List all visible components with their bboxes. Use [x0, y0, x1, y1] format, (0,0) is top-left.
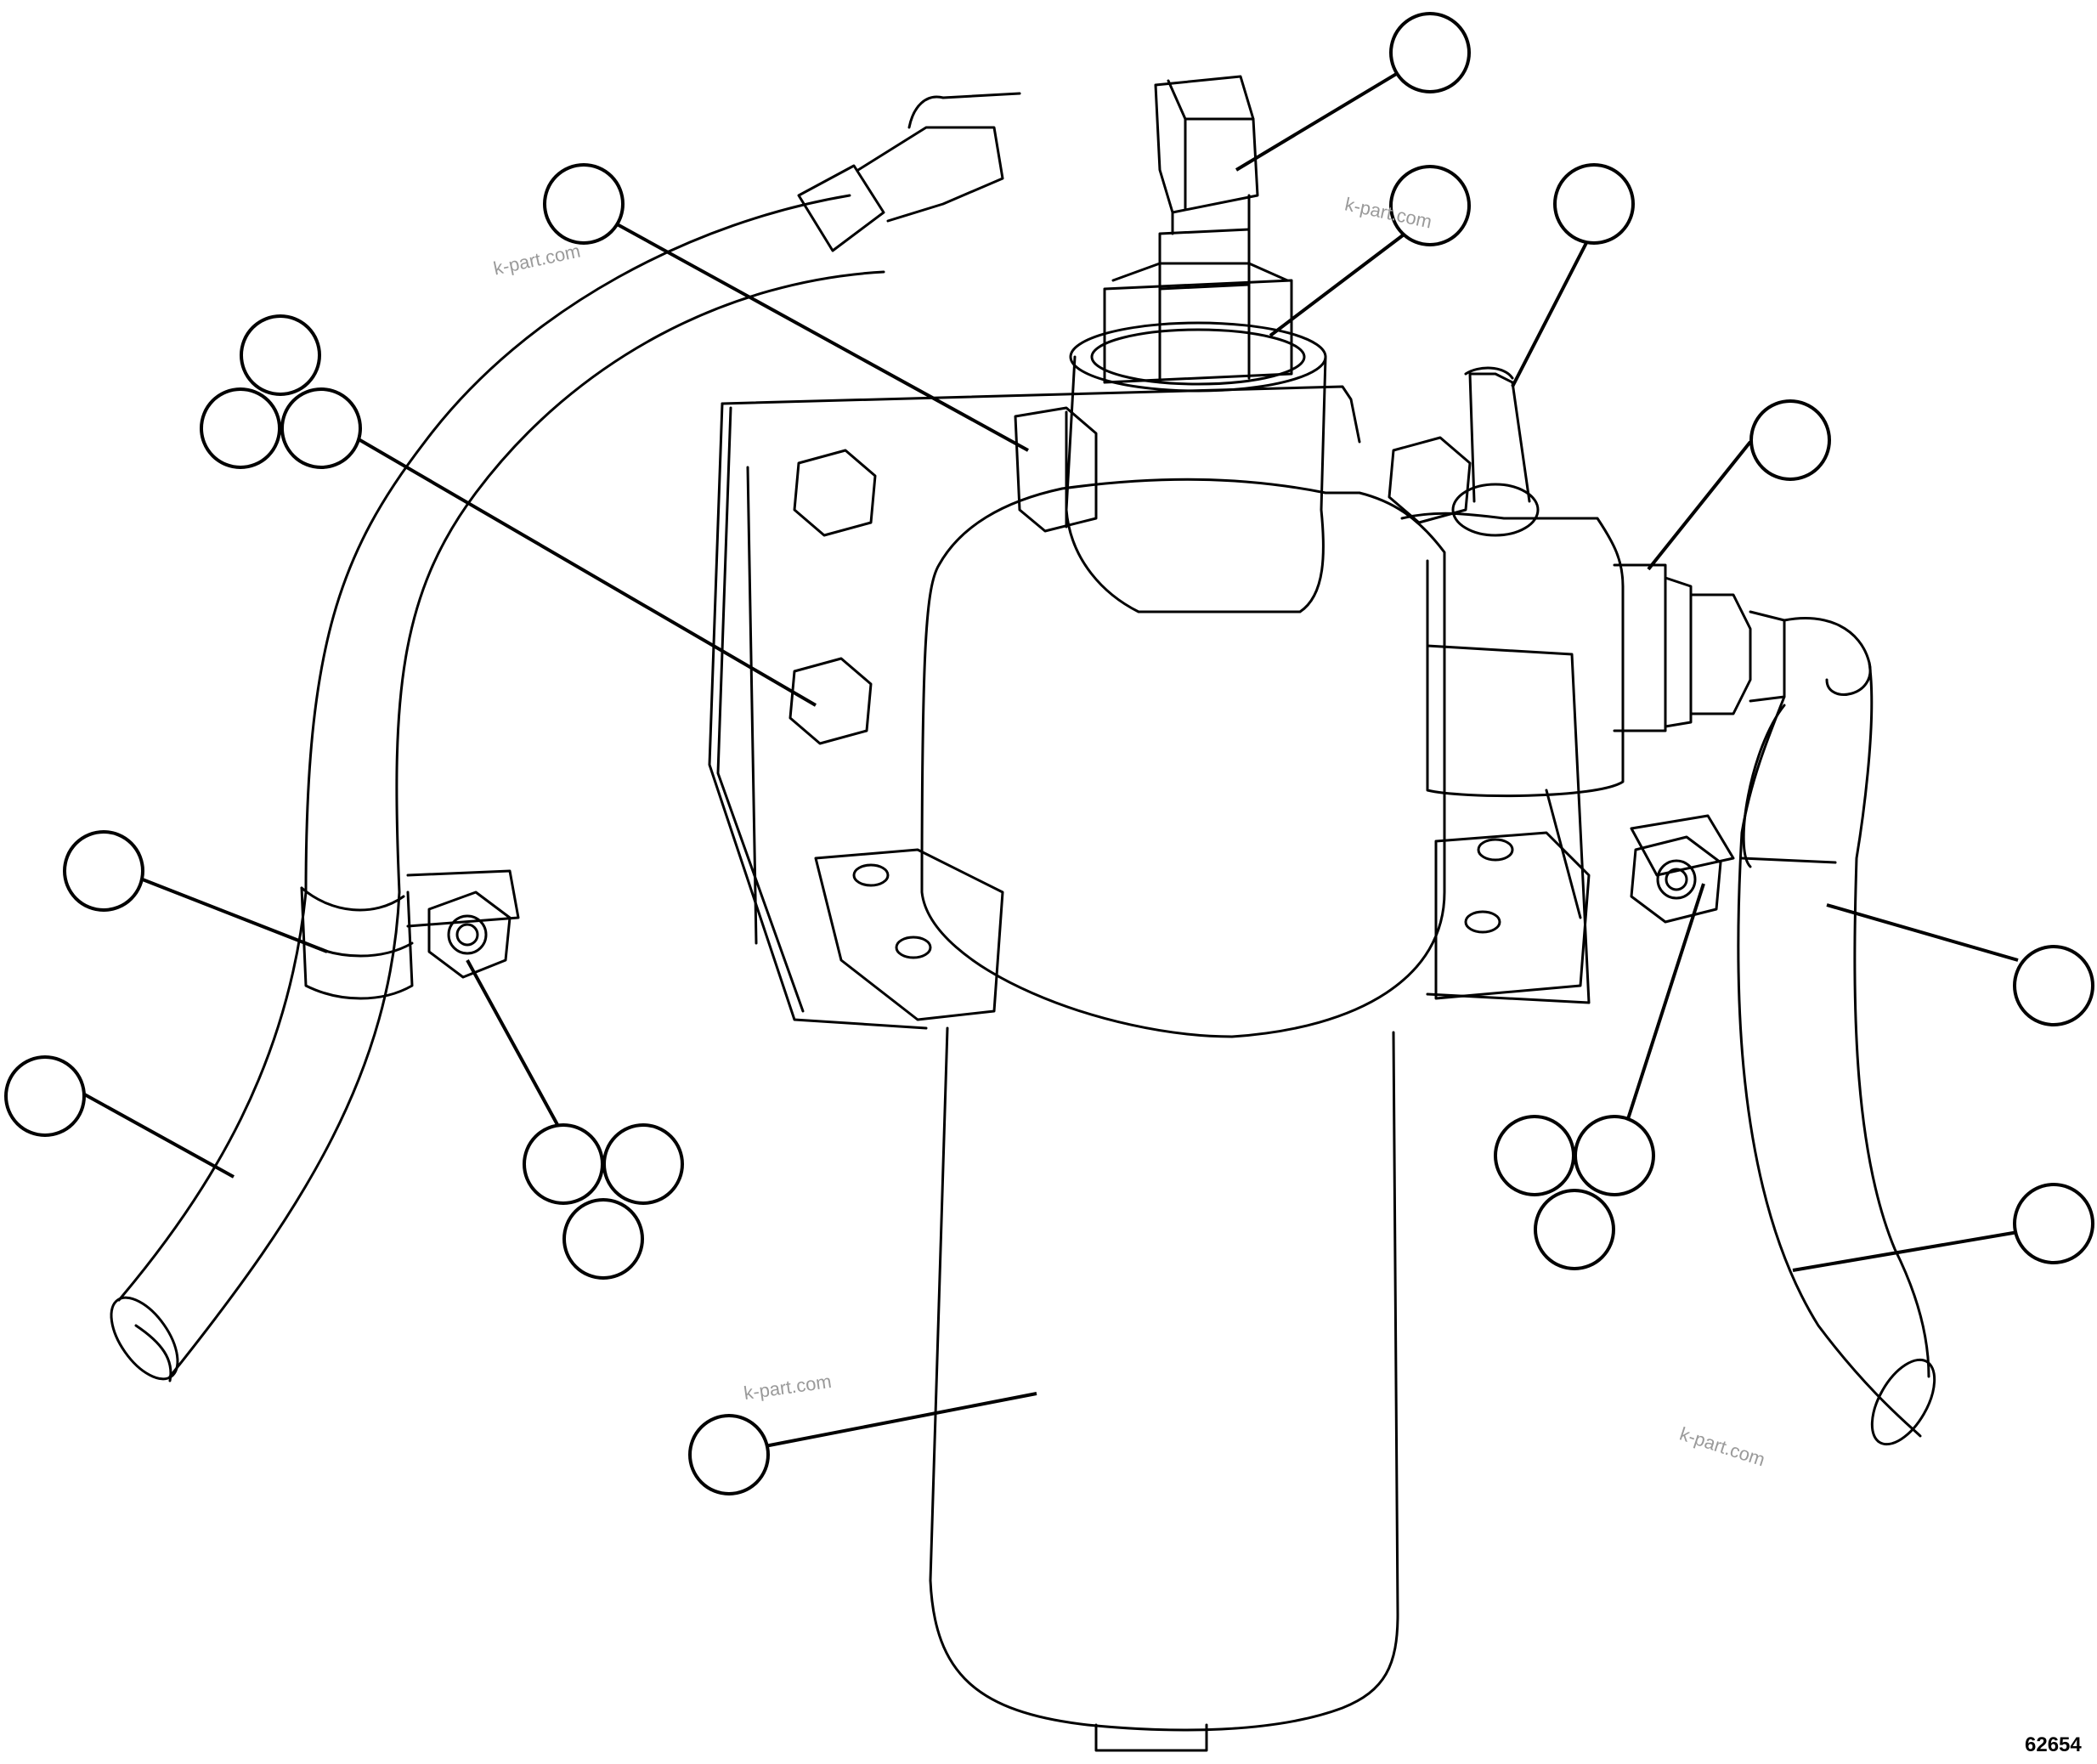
top-adapter: [1065, 321, 1327, 613]
left-clamp-nut: [427, 890, 512, 979]
callout-balloon: [2013, 1183, 2094, 1264]
left-fuel-hose: [110, 92, 1021, 1382]
left-foot-plate: [814, 848, 1004, 1021]
callout-balloon: [1553, 163, 1635, 245]
right-clamp-nut: [1630, 835, 1722, 924]
right-hose-clamp: [1630, 814, 1735, 877]
callout-balloons: [4, 12, 2094, 1495]
outlet-fitting: [1613, 563, 1786, 732]
mounting-bracket: [708, 385, 1591, 1030]
outlet-body: [1400, 483, 1625, 798]
callout-balloon: [602, 1123, 684, 1205]
callout-balloon: [543, 163, 625, 245]
callout-balloon: [523, 1123, 604, 1205]
filter-canister: [929, 1026, 1399, 1752]
callout-balloon: [562, 1198, 644, 1280]
callout-balloon: [2013, 945, 2094, 1026]
left-hose-clamp: [300, 869, 520, 1000]
top-nut: [1103, 262, 1293, 384]
leader-lines: [71, 54, 2019, 1450]
callout-balloon: [688, 1414, 770, 1495]
bleed-screw: [1464, 366, 1531, 503]
callout-balloon: [1494, 1115, 1575, 1196]
callout-balloon: [240, 314, 321, 396]
callout-balloon: [200, 387, 281, 469]
callout-balloon: [63, 830, 144, 912]
filter-head: [920, 478, 1446, 1038]
callout-balloon: [1534, 1189, 1615, 1270]
top-elbow-fitting: [1154, 75, 1259, 291]
callout-balloon: [4, 1055, 86, 1137]
callout-balloon: [1389, 165, 1471, 246]
figure-number: 62654: [2025, 1733, 2082, 1756]
callout-balloon: [280, 387, 362, 469]
right-fuel-hose: [1737, 616, 1936, 1446]
head-vent-screw: [1014, 406, 1098, 533]
right-foot-plate: [1434, 831, 1591, 1000]
callout-balloon: [1389, 12, 1471, 93]
callout-balloon: [1574, 1115, 1655, 1196]
callout-balloon: [1749, 399, 1831, 481]
